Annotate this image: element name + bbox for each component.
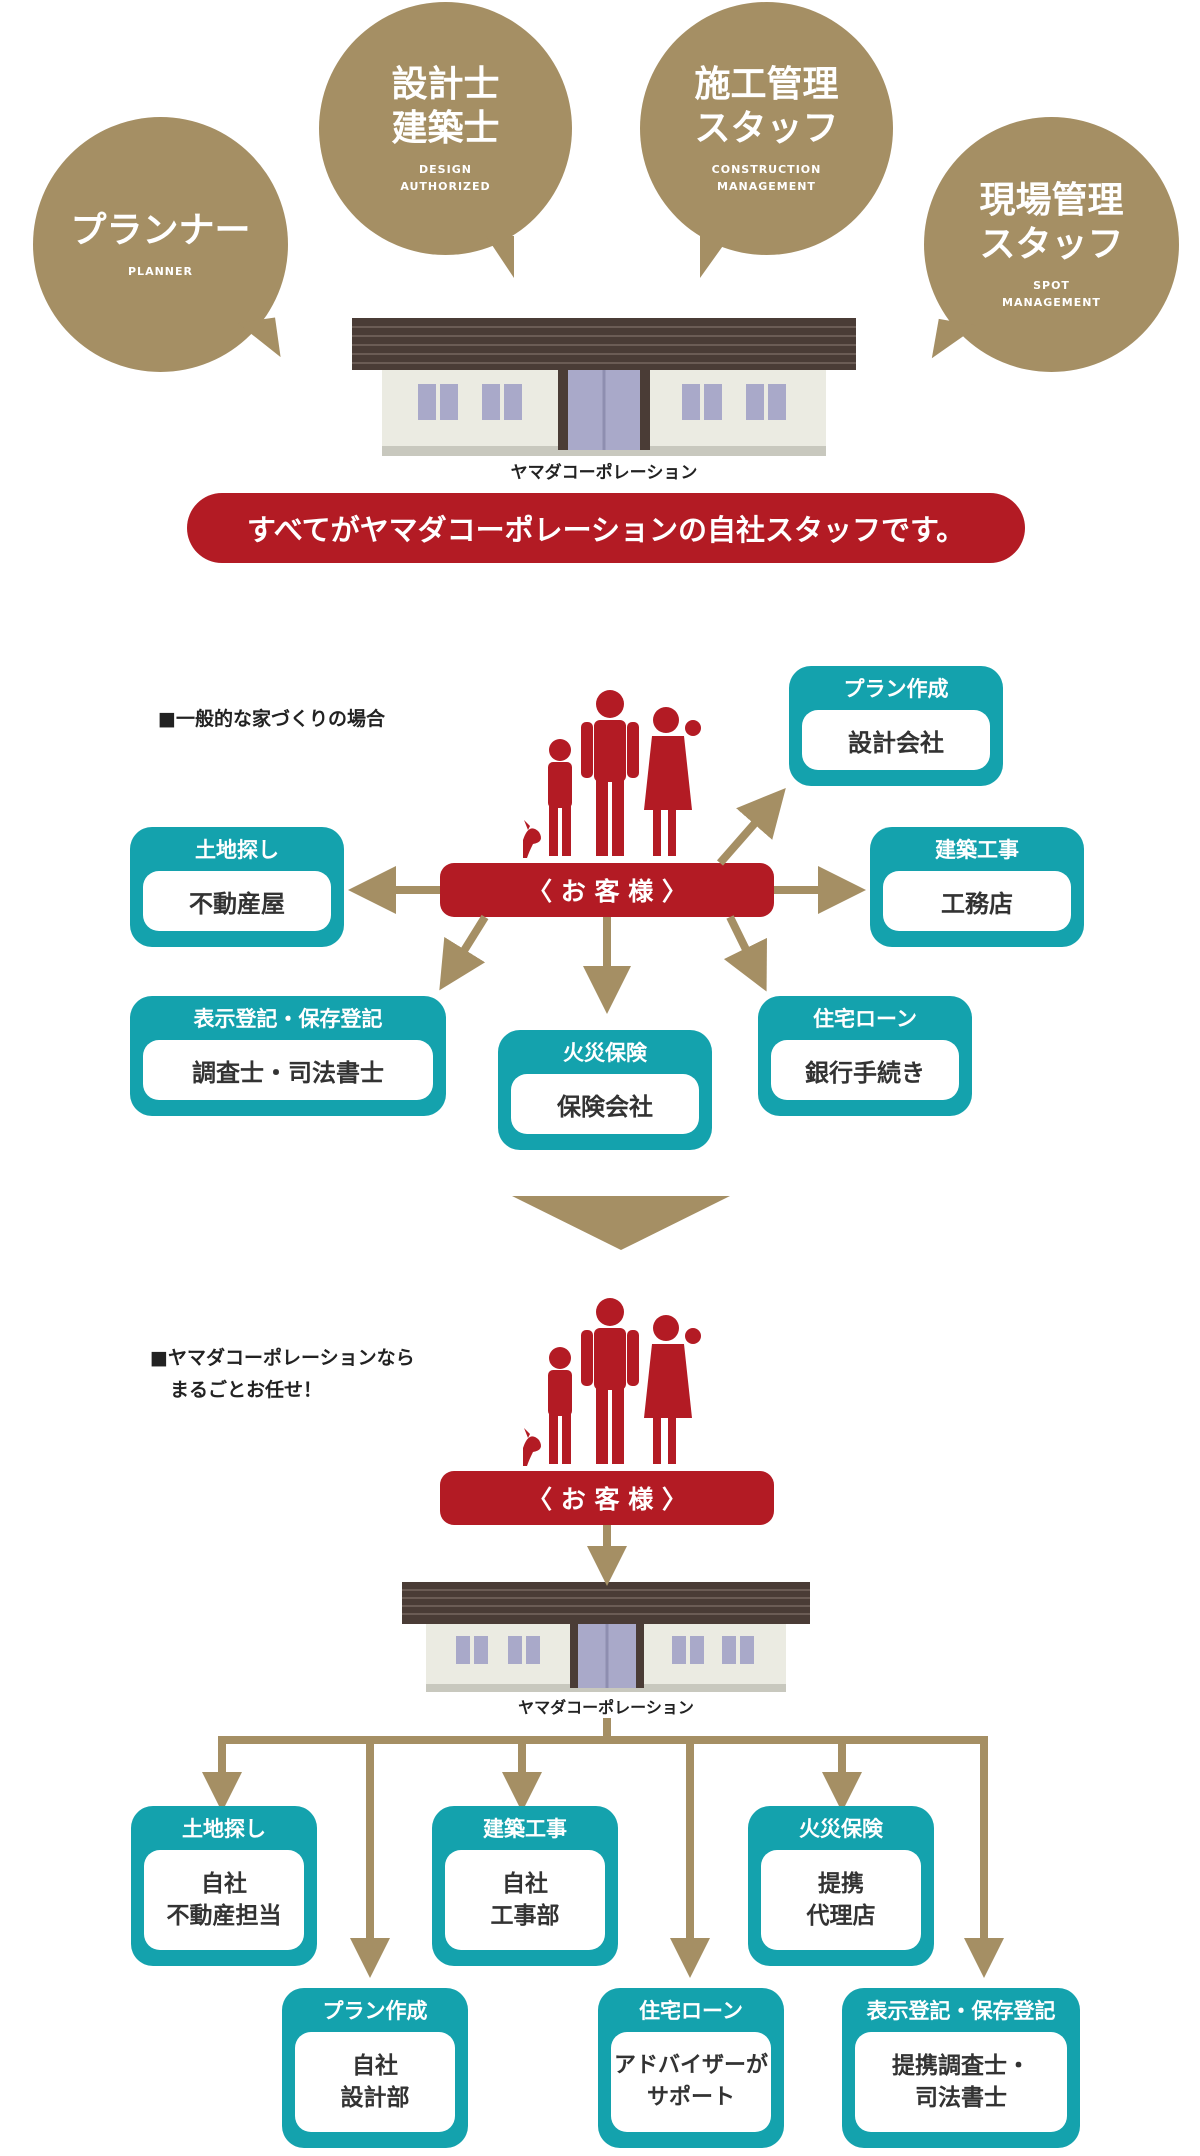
service-provider: 自社 設計部 <box>295 2032 455 2132</box>
service-category: 住宅ローン <box>813 1007 917 1031</box>
service-box-land: 土地探し 自社 不動産担当 <box>131 1806 317 1966</box>
yamada-heading-line2: まるごとお任せ！ <box>170 1379 323 1401</box>
service-box-land: 土地探し 不動産屋 <box>130 827 344 947</box>
all-in-house-banner: すべてがヤマダコーポレーションの自社スタッフです。 <box>187 493 1025 563</box>
service-provider: 提携 代理店 <box>761 1850 921 1950</box>
house-illustration <box>402 1582 810 1692</box>
service-category: プラン作成 <box>322 1999 428 2023</box>
relation-arrows <box>348 787 866 1014</box>
role-bubble-spot: 現場管理 スタッフ SPOT MANAGEMENT <box>924 117 1179 372</box>
role-title: 施工管理 スタッフ <box>694 63 839 149</box>
customer-pill: 〈 お 客 様 〉 <box>440 863 774 917</box>
role-title: 設計士 建築士 <box>391 63 500 149</box>
yamada-heading: ■ヤマダコーポレーションなら まるごとお任せ！ <box>150 1342 415 1406</box>
banner-text: すべてがヤマダコーポレーションの自社スタッフです。 <box>246 513 966 547</box>
service-box-construction: 建築工事 工務店 <box>870 827 1084 947</box>
house-illustration <box>352 318 856 456</box>
service-provider: 提携調査士・ 司法書士 <box>855 2032 1067 2132</box>
yamada-heading-line1: ■ヤマダコーポレーションなら <box>150 1347 415 1369</box>
company-label: ヤマダコーポレーション <box>510 463 698 483</box>
service-box-registration: 表示登記・保存登記 調査士・司法書士 <box>130 996 446 1116</box>
service-provider: 自社 工事部 <box>445 1850 605 1950</box>
service-category: 住宅ローン <box>639 1999 743 2023</box>
service-box-construction: 建築工事 自社 工事部 <box>432 1806 618 1966</box>
bubble-tail <box>486 236 514 278</box>
role-subtitle: PLANNER <box>128 265 193 278</box>
service-provider: 調査士・司法書士 <box>143 1040 433 1100</box>
role-bubble-planner: プランナー PLANNER <box>33 117 288 372</box>
service-category: 火災保険 <box>563 1041 647 1065</box>
service-box-fire-insurance: 火災保険 保険会社 <box>498 1030 712 1150</box>
transition-arrow <box>512 1196 730 1250</box>
service-provider: 不動産屋 <box>143 871 331 931</box>
service-category: 建築工事 <box>483 1817 567 1841</box>
customer-pill: 〈 お 客 様 〉 <box>440 1471 774 1525</box>
service-box-housing-loan: 住宅ローン 銀行手続き <box>758 996 972 1116</box>
service-category: 土地探し <box>182 1817 266 1841</box>
service-provider: 保険会社 <box>511 1074 699 1134</box>
role-title: プランナー <box>70 210 251 251</box>
service-box-registration: 表示登記・保存登記 提携調査士・ 司法書士 <box>842 1988 1080 2148</box>
service-provider: アドバイザーが サポート <box>611 2032 771 2132</box>
service-provider: 自社 不動産担当 <box>144 1850 304 1950</box>
service-category: 火災保険 <box>799 1817 883 1841</box>
general-heading: ■一般的な家づくりの場合 <box>158 708 385 730</box>
role-subtitle: CONSTRUCTION MANAGEMENT <box>711 162 822 193</box>
service-box-fire-insurance: 火災保険 提携 代理店 <box>748 1806 934 1966</box>
customer-label: 〈 お 客 様 〉 <box>527 1485 687 1514</box>
bubble-tail <box>700 236 730 278</box>
company-label: ヤマダコーポレーション <box>518 1698 694 1717</box>
service-provider: 工務店 <box>883 871 1071 931</box>
service-provider: 銀行手続き <box>771 1040 959 1100</box>
service-box-housing-loan: 住宅ローン アドバイザーが サポート <box>598 1988 784 2148</box>
customer-label: 〈 お 客 様 〉 <box>527 877 687 906</box>
service-category: 表示登記・保存登記 <box>866 1999 1056 2023</box>
role-bubble-construction: 施工管理 スタッフ CONSTRUCTION MANAGEMENT <box>640 2 893 255</box>
service-category: プラン作成 <box>843 677 949 701</box>
role-title: 現場管理 スタッフ <box>979 179 1124 265</box>
family-icon <box>523 1298 701 1466</box>
service-provider: 設計会社 <box>802 710 990 770</box>
service-category: 土地探し <box>195 838 279 862</box>
service-category: 表示登記・保存登記 <box>193 1007 383 1031</box>
family-icon <box>523 690 701 858</box>
role-subtitle: DESIGN AUTHORIZED <box>400 162 491 193</box>
service-box-plan: プラン作成 設計会社 <box>789 666 1003 786</box>
service-category: 建築工事 <box>935 838 1019 862</box>
role-subtitle: SPOT MANAGEMENT <box>1002 278 1101 309</box>
role-bubble-designer: 設計士 建築士 DESIGN AUTHORIZED <box>319 2 572 255</box>
service-box-plan: プラン作成 自社 設計部 <box>282 1988 468 2148</box>
